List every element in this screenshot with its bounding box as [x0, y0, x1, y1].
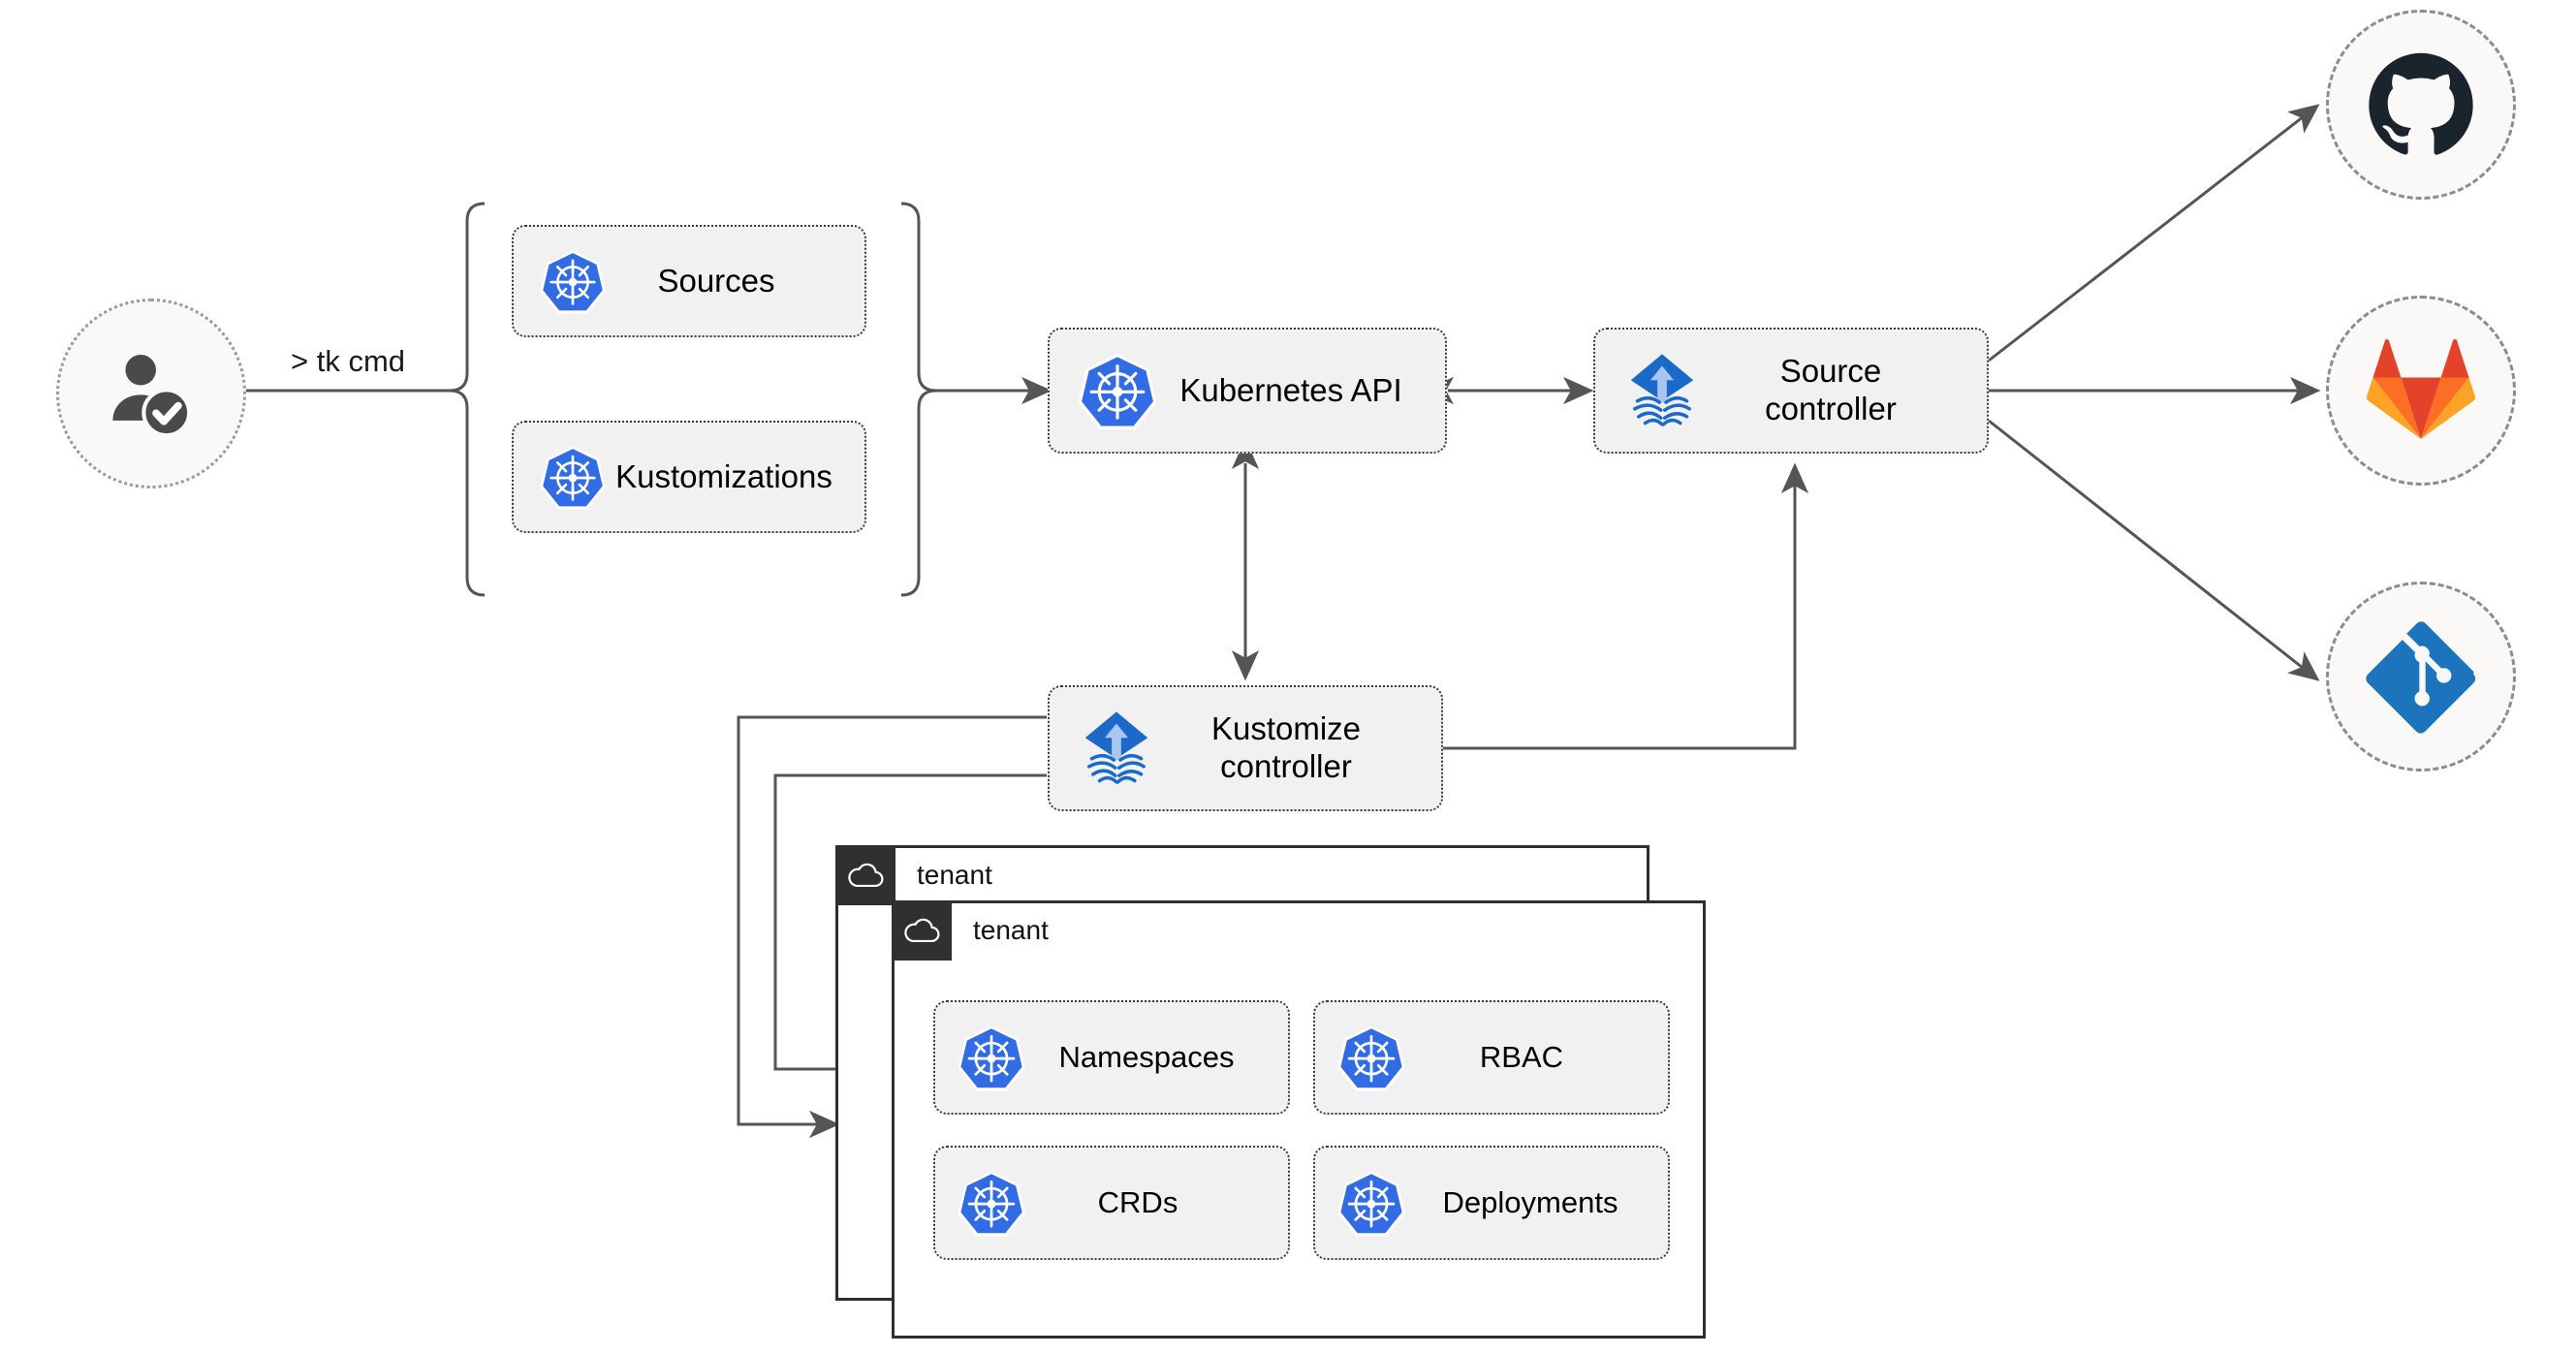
resource-sources-node[interactable]: Sources	[512, 225, 866, 337]
kubernetes-api-node[interactable]: Kubernetes API	[1048, 328, 1447, 454]
edge-source-to-git	[1988, 419, 2320, 681]
kubernetes-icon	[957, 1168, 1026, 1238]
user-verified-icon	[112, 354, 192, 438]
tenant-resource-namespaces[interactable]: Namespaces	[933, 1000, 1290, 1115]
tenant-resource-rbac-label: RBAC	[1479, 1040, 1564, 1074]
cloud-icon	[835, 845, 895, 905]
kubernetes-icon	[1336, 1168, 1406, 1238]
brace-right	[900, 202, 937, 597]
gitlab-icon	[2367, 338, 2475, 439]
kubernetes-api-label: Kubernetes API	[1179, 371, 1402, 408]
kustomize-controller-node[interactable]: Kustomize controller	[1048, 685, 1443, 811]
kubernetes-icon	[539, 247, 607, 315]
git-icon	[2366, 621, 2476, 734]
provider-git-node[interactable]	[2326, 582, 2516, 772]
tenant-1-header: tenant	[835, 845, 992, 905]
tenant-1-label: tenant	[917, 860, 992, 890]
brace-left	[449, 202, 486, 597]
source-controller-label: Source controller	[1704, 353, 1987, 428]
tenant-resource-crds-label: CRDs	[1097, 1185, 1178, 1219]
kubernetes-icon	[957, 1023, 1026, 1092]
command-label: > tk cmd	[291, 344, 406, 378]
github-icon	[2369, 52, 2473, 155]
source-controller-node[interactable]: Source controller	[1593, 328, 1989, 454]
source-controller-label-line2: controller	[1765, 391, 1897, 426]
user-actor-node[interactable]	[56, 299, 246, 488]
kustomize-controller-label: Kustomize controller	[1158, 710, 1441, 786]
tenant-resource-rbac[interactable]: RBAC	[1313, 1000, 1670, 1115]
kustomize-controller-label-line1: Kustomize	[1210, 710, 1362, 747]
edge-kustomize-to-source	[1443, 462, 1809, 750]
flux-icon	[1075, 707, 1158, 790]
edge-source-to-github	[1988, 104, 2320, 362]
cloud-icon	[892, 900, 952, 961]
kubernetes-icon	[1077, 350, 1158, 431]
source-controller-label-line1: Source	[1779, 353, 1882, 390]
tenant-resource-crds[interactable]: CRDs	[933, 1146, 1290, 1260]
resource-kustomizations-label: Kustomizations	[615, 457, 832, 494]
resource-kustomizations-node[interactable]: Kustomizations	[512, 421, 866, 533]
tenant-cluster-2[interactable]: tenant Name	[892, 900, 1706, 1339]
flux-icon	[1620, 349, 1704, 432]
tenant-resource-namespaces-label: Namespaces	[1058, 1040, 1235, 1074]
tenant-2-label: tenant	[973, 915, 1049, 945]
tenant-resource-deployments-label: Deployments	[1442, 1185, 1618, 1219]
tenant-resource-deployments[interactable]: Deployments	[1313, 1146, 1670, 1260]
tenant-2-header: tenant	[892, 900, 1049, 961]
kustomize-controller-label-line2: controller	[1220, 748, 1352, 784]
provider-gitlab-node[interactable]	[2326, 296, 2516, 486]
provider-github-node[interactable]	[2326, 10, 2516, 200]
kubernetes-icon	[1336, 1023, 1406, 1092]
kubernetes-icon	[539, 443, 607, 511]
resource-sources-label: Sources	[657, 262, 775, 299]
